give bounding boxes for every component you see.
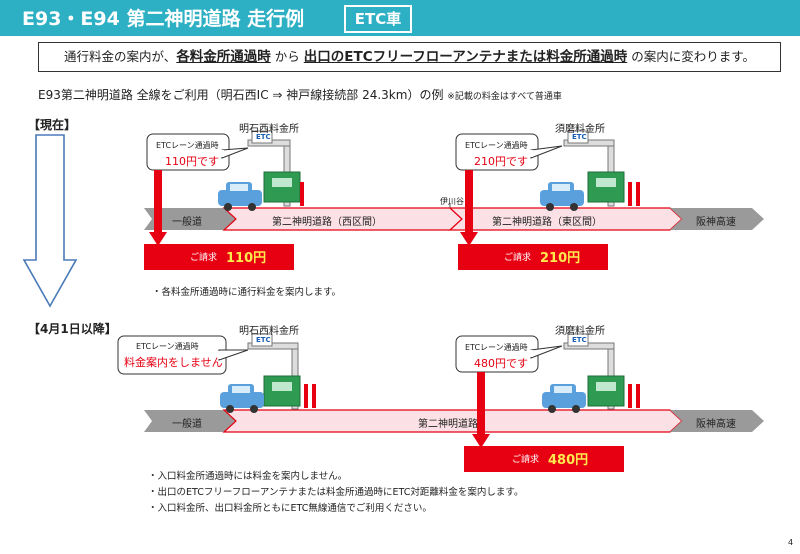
notice-part-3: の案内に変わります。 xyxy=(627,49,755,64)
bill2-label: ご請求 xyxy=(504,253,532,263)
notice-bold-1: 各料金所通過時 xyxy=(176,49,271,65)
bill-box-current-2 xyxy=(458,244,608,270)
fbubble1-title: ETCレーン通過時 xyxy=(136,342,199,351)
etc-sign-4: ETC xyxy=(572,336,587,344)
example-main: E93第二神明道路 全線をご利用（明石西IC ⇒ 神戸線接続部 24.3km）の… xyxy=(38,88,444,102)
bill1-label: ご請求 xyxy=(190,253,218,263)
bubble-current-2 xyxy=(455,133,563,171)
notice-part-2: から xyxy=(270,49,304,64)
page-title: E93・E94 第二神明道路 走行例 xyxy=(22,8,305,30)
car-1 xyxy=(218,182,262,211)
etc-tag: ETC車 xyxy=(344,5,412,33)
seg2-hanshin: 阪神高速 xyxy=(696,419,736,430)
down-arrow-icon xyxy=(22,134,78,308)
bubble2-fee: 210円です xyxy=(474,155,528,168)
ikawadani-label: 伊川谷 xyxy=(440,197,464,206)
bill2-value: 210円 xyxy=(540,251,581,266)
bubble1-fee: 110円です xyxy=(165,155,219,168)
seg-hanshin: 阪神高速 xyxy=(696,217,736,228)
notice-text: 通行料金の案内が、各料金所通過時 から 出口のETCフリーフローアンテナまたは料… xyxy=(39,43,780,71)
notice-box: 通行料金の案内が、各料金所通過時 から 出口のETCフリーフローアンテナまたは料… xyxy=(38,42,781,72)
booth2-akashi-west xyxy=(247,333,316,410)
seg2-main: 第二神明道路 xyxy=(418,419,478,430)
fbubble2-fee: 480円です xyxy=(474,357,528,370)
bill-box-future xyxy=(464,446,624,472)
current-label: 【現在】 xyxy=(28,118,77,132)
bubble-future-1 xyxy=(117,335,249,375)
road-segment-local xyxy=(144,208,236,230)
car-2 xyxy=(540,182,584,211)
booth-label-suma: 須磨料金所 xyxy=(555,124,605,135)
future-note-2: ・出口のETCフリーフローアンテナまたは料金所通過時にETC対距離料金を案内しま… xyxy=(148,487,524,498)
booth2-suma xyxy=(563,333,640,410)
car-3 xyxy=(220,384,264,413)
bubble2-title: ETCレーン通過時 xyxy=(465,141,528,150)
bubble1-title: ETCレーン通過時 xyxy=(156,141,219,150)
future-label: 【4月1日以降】 xyxy=(28,322,117,336)
road2-segment-hanshin xyxy=(670,410,764,432)
etc-sign-3: ETC xyxy=(256,336,271,344)
etc-sign-1: ETC xyxy=(256,133,271,141)
fbill-label: ご請求 xyxy=(512,455,540,465)
road2-segment-local xyxy=(144,410,236,432)
bubble-future-2 xyxy=(455,335,563,373)
fbubble2-title: ETCレーン通過時 xyxy=(465,343,528,352)
example-note: ※記載の料金はすべて普通車 xyxy=(447,92,562,102)
red-arrow-3 xyxy=(472,372,490,448)
bubble-current-1 xyxy=(146,133,249,171)
booth-label-akashi: 明石西料金所 xyxy=(239,124,299,135)
booth-akashi-west xyxy=(247,130,304,207)
booth2-label-suma: 須磨料金所 xyxy=(555,326,605,337)
bill1-value: 110円 xyxy=(226,251,267,266)
road-segment-hanshin xyxy=(670,208,764,230)
seg-local: 一般道 xyxy=(172,217,202,228)
booth-suma xyxy=(563,130,640,207)
etc-sign-2: ETC xyxy=(572,133,587,141)
seg-east: 第二神明道路（東区間） xyxy=(492,217,602,228)
current-note: ・各料金所通過時に通行料金を案内します。 xyxy=(152,287,342,298)
page-number: 4 xyxy=(788,538,794,547)
booth2-label-akashi: 明石西料金所 xyxy=(239,326,299,337)
car-4 xyxy=(542,384,586,413)
example-heading: E93第二神明道路 全線をご利用（明石西IC ⇒ 神戸線接続部 24.3km）の… xyxy=(38,86,562,103)
future-note-3: ・入口料金所、出口料金所ともにETC無線通信でご利用ください。 xyxy=(148,503,432,514)
red-arrow-1 xyxy=(149,170,167,246)
future-note-1: ・入口料金所通過時には料金を案内しません。 xyxy=(148,471,348,482)
notice-part-1: 通行料金の案内が、 xyxy=(64,49,177,64)
red-arrow-2 xyxy=(460,170,478,246)
fbill-value: 480円 xyxy=(548,453,589,468)
bill-box-current-1 xyxy=(144,244,294,270)
notice-bold-2: 出口のETCフリーフローアンテナまたは料金所通過時 xyxy=(303,49,628,65)
seg-west: 第二神明道路（西区間） xyxy=(272,217,382,228)
seg2-local: 一般道 xyxy=(172,419,202,430)
fbubble1-msg: 料金案内をしません xyxy=(124,356,223,369)
